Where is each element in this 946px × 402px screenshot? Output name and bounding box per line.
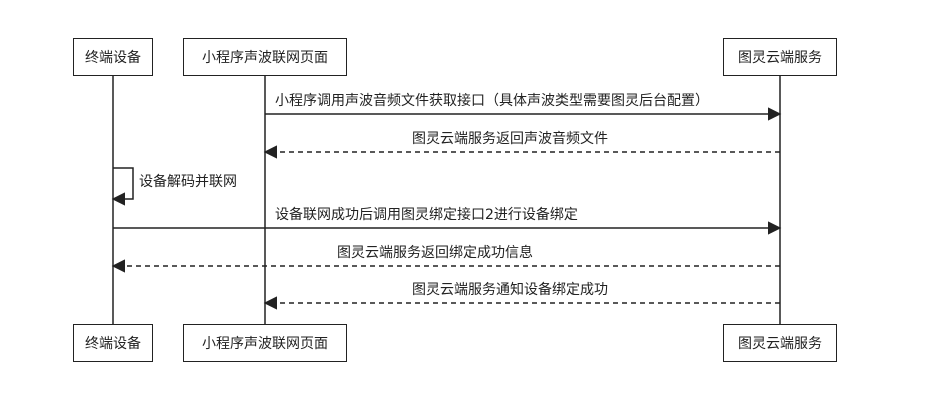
participant-cloud-bottom: 图灵云端服务 <box>723 324 837 362</box>
message-label-1: 小程序调用声波音频文件获取接口（具体声波类型需要图灵后台配置） <box>275 93 709 109</box>
message-label-3: 设备解码并联网 <box>139 174 237 190</box>
participant-cloud-top: 图灵云端服务 <box>723 38 837 76</box>
participant-device-bottom: 终端设备 <box>73 324 153 362</box>
message-label-6: 图灵云端服务通知设备绑定成功 <box>412 282 608 298</box>
message-label-4: 设备联网成功后调用图灵绑定接口2进行设备绑定 <box>275 207 578 223</box>
participant-miniapp-bottom: 小程序声波联网页面 <box>183 324 347 362</box>
participant-device-top: 终端设备 <box>73 38 153 76</box>
message-label-2: 图灵云端服务返回声波音频文件 <box>412 131 608 147</box>
arrow-self-decode <box>111 167 134 206</box>
participant-miniapp-top: 小程序声波联网页面 <box>183 38 347 76</box>
message-label-5: 图灵云端服务返回绑定成功信息 <box>337 245 533 261</box>
